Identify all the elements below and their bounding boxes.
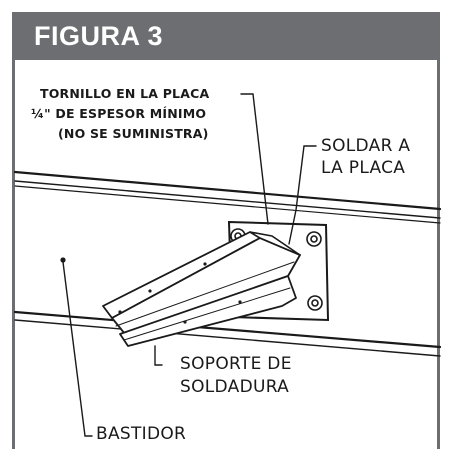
leader-screw [240,93,269,225]
label-support-line1: SOPORTE DE [180,354,292,374]
frame-marker-dot [60,257,66,263]
figure-frame [12,60,440,449]
leader-frame [62,261,93,437]
label-screw-line3: (NO SE SUMINISTRA) [58,126,209,141]
label-support-line2: SOLDADURA [180,377,290,397]
label-screw-line2: ¼" DE ESPESOR MÍNIMO [31,106,207,121]
label-screw-line1: TORNILLO EN LA PLACA [40,86,210,101]
figure-header: FIGURA 3 [12,12,440,60]
figure-title: FIGURA 3 [34,21,164,51]
frame-rail-upper [13,170,442,224]
bolt-top-right [306,231,322,247]
leader-support [154,345,163,366]
frame-rail-lower [13,310,442,357]
weld-support-bracket [102,231,301,347]
label-weld-line1: SOLDAR A [321,136,411,156]
label-frame: BASTIDOR [96,424,187,444]
bolt-bottom-right [307,295,323,311]
label-weld-line2: LA PLACA [321,158,406,178]
leader-weld [288,145,317,245]
